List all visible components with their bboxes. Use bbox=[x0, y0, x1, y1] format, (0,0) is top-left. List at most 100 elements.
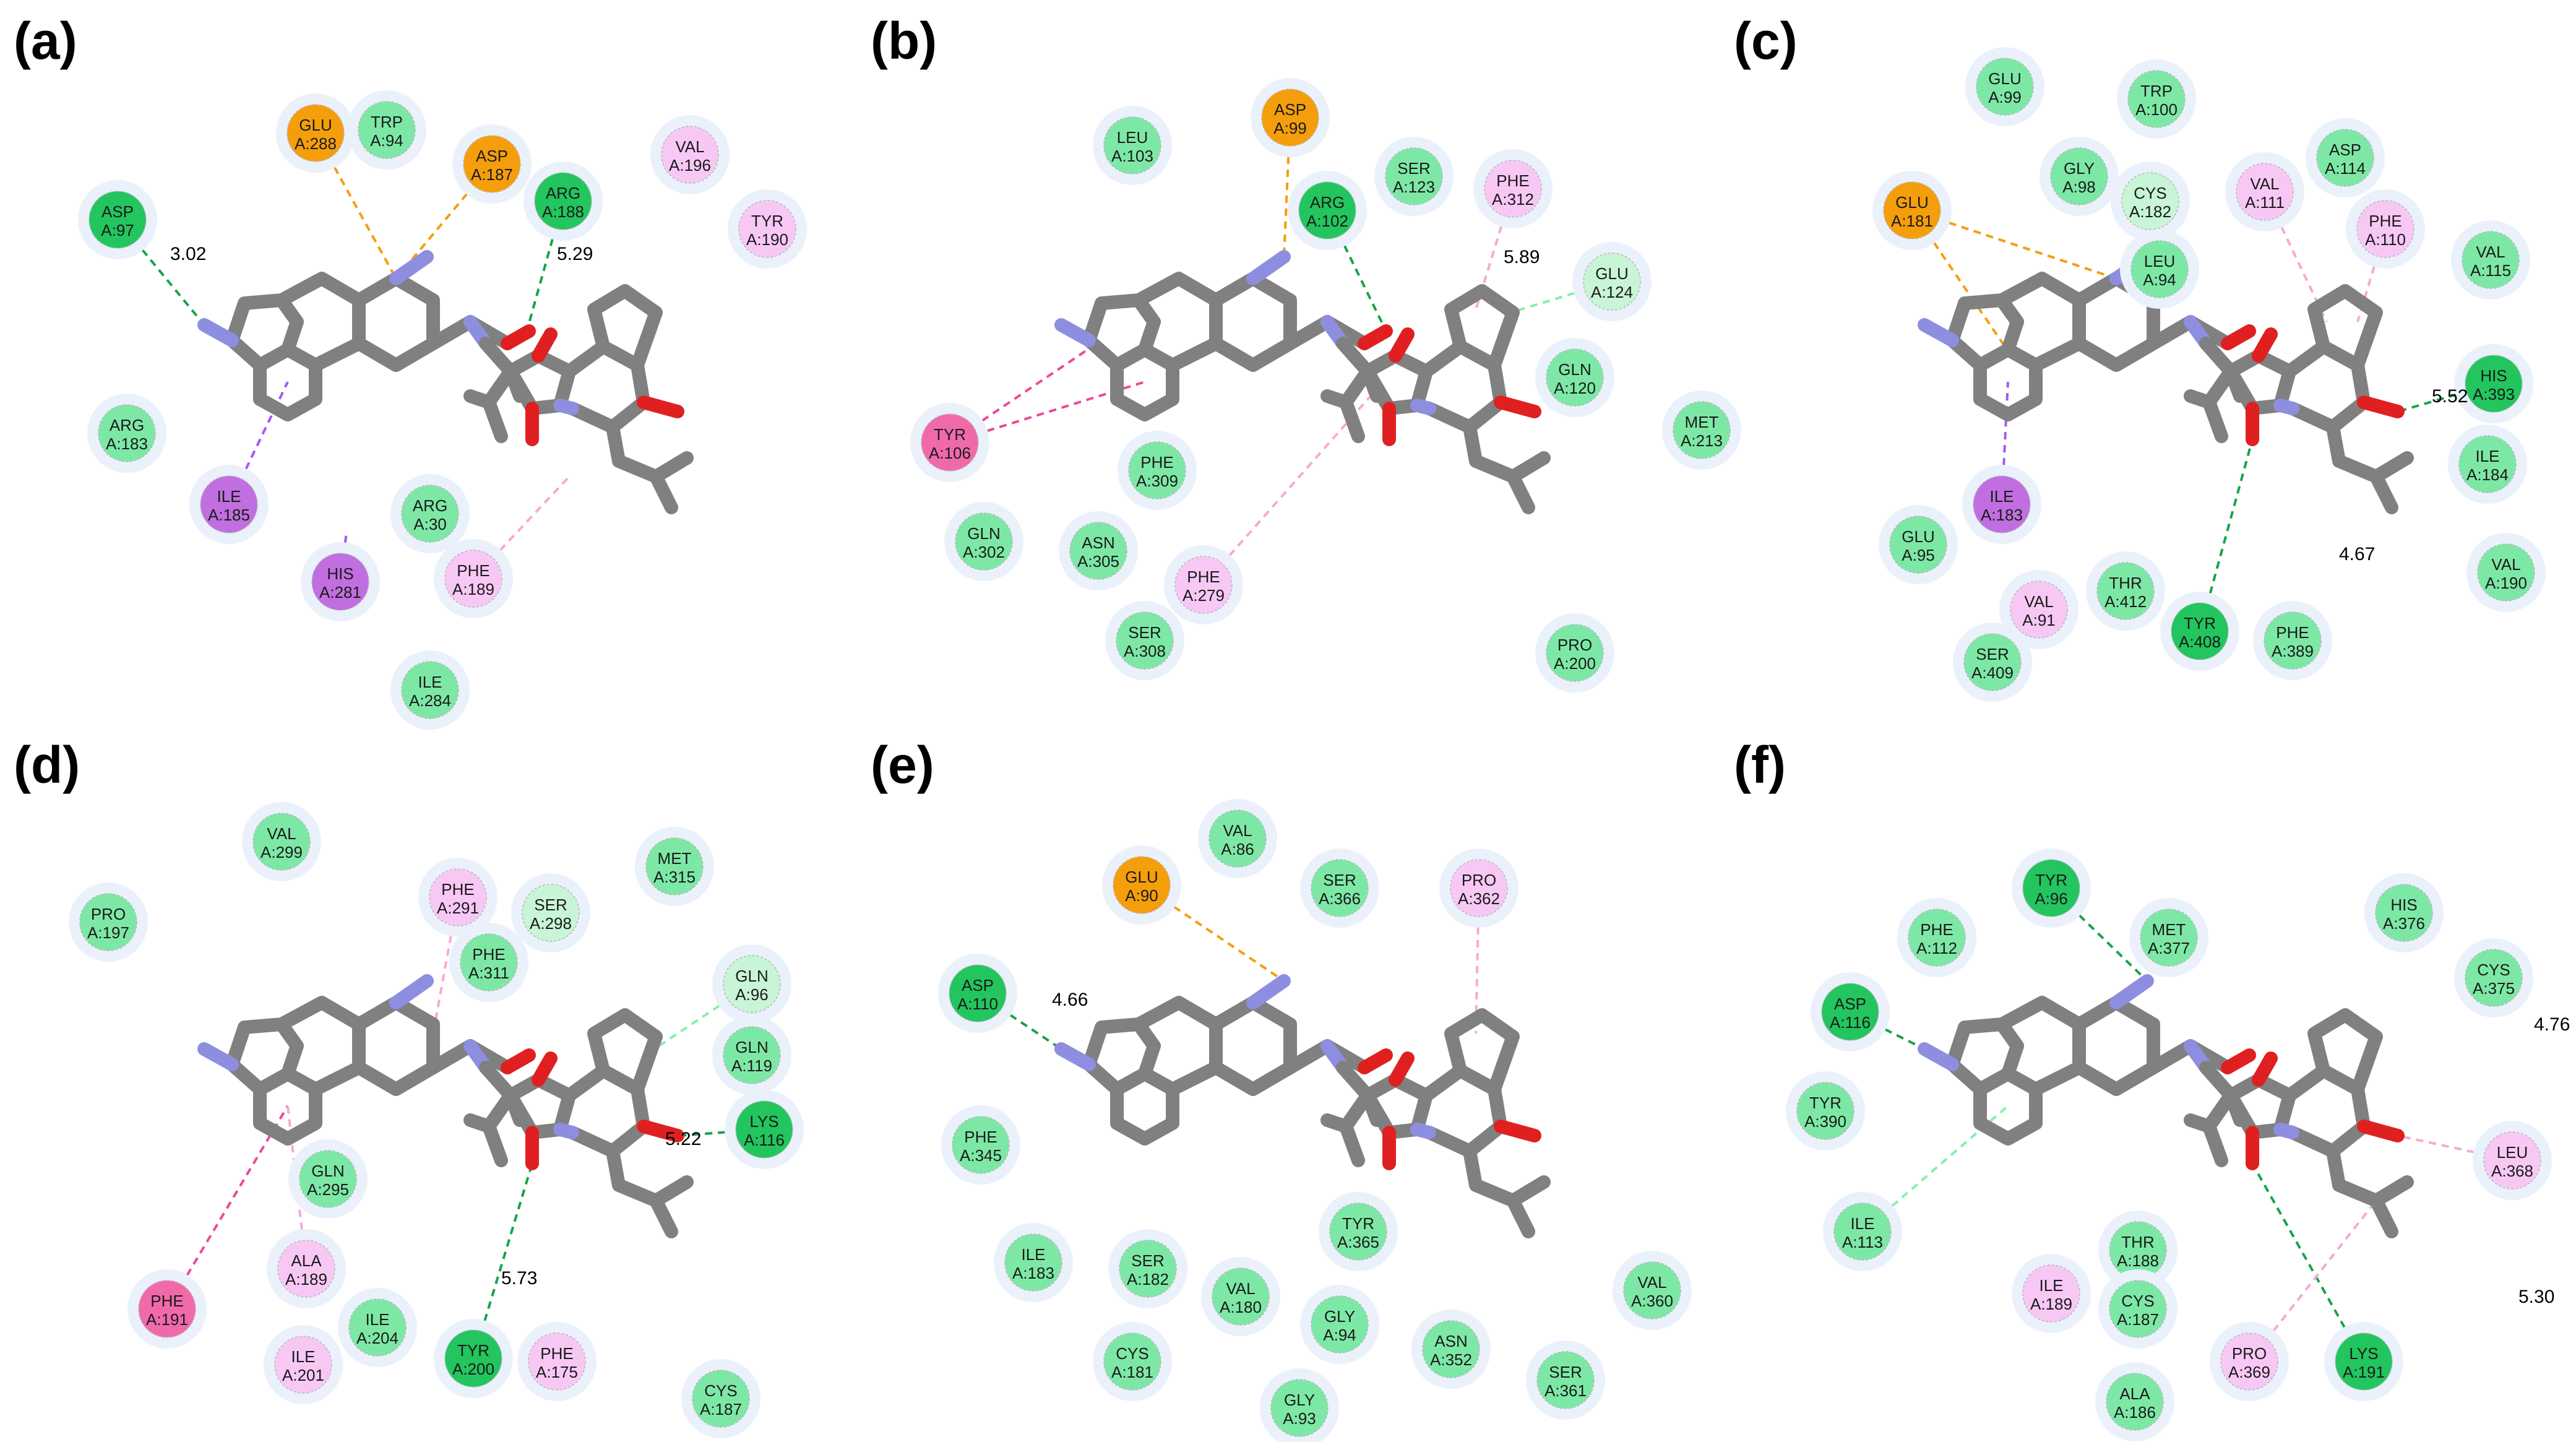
residue-circle bbox=[1973, 475, 2031, 533]
residue-circle bbox=[1270, 1379, 1329, 1437]
residue-circle bbox=[2050, 147, 2108, 205]
residue-number: A:377 bbox=[2148, 939, 2190, 957]
residue-circle bbox=[2375, 884, 2433, 942]
residue-name: PHE bbox=[964, 1128, 997, 1146]
residue-circle bbox=[1212, 1267, 1270, 1326]
residue-number: A:181 bbox=[1111, 1363, 1153, 1381]
residue-number: A:312 bbox=[1492, 190, 1534, 209]
residue-name: HIS bbox=[327, 564, 353, 583]
residue-circle bbox=[358, 101, 416, 159]
residue-circle bbox=[2096, 562, 2155, 620]
residue-circle bbox=[1484, 160, 1542, 218]
residue-circle bbox=[2109, 1280, 2167, 1338]
residue-name: TYR bbox=[2184, 614, 2216, 632]
residue-circle bbox=[2316, 129, 2374, 187]
residue-number: A:184 bbox=[2466, 465, 2509, 484]
residue-name: SER bbox=[534, 896, 567, 914]
interaction-line bbox=[472, 475, 571, 580]
interaction-line bbox=[525, 201, 564, 335]
interaction-line bbox=[2251, 1163, 2365, 1362]
panel-5: (f)TYRA:96PHEA:112META:377HISA:376ASPA:1… bbox=[1734, 736, 2570, 1441]
residue-name: TYR bbox=[457, 1341, 489, 1360]
residue-name: CYS bbox=[2477, 961, 2510, 979]
residue-name: SER bbox=[1131, 1251, 1164, 1270]
residue-circle bbox=[1889, 516, 1947, 574]
residue-name: GLU bbox=[1902, 527, 1934, 546]
residue-circle bbox=[2356, 200, 2414, 258]
residue-number: A:361 bbox=[1544, 1381, 1587, 1400]
residue-name: ASP bbox=[2329, 140, 2361, 159]
residue-number: A:200 bbox=[452, 1360, 494, 1378]
residue-name: VAL bbox=[2491, 555, 2520, 574]
residue-name: SER bbox=[1976, 645, 2009, 663]
residue-circle bbox=[1450, 859, 1508, 917]
residue-circle bbox=[661, 126, 719, 184]
residue-name: LEU bbox=[1117, 128, 1148, 147]
residue-name: LEU bbox=[2144, 252, 2176, 270]
residue-name: VAL bbox=[2024, 592, 2053, 611]
residue-number: A:190 bbox=[2485, 574, 2527, 592]
residue-circle bbox=[2022, 859, 2080, 917]
residue-number: A:188 bbox=[2117, 1251, 2159, 1270]
residue-number: A:183 bbox=[106, 434, 148, 453]
residue-number: A:115 bbox=[2470, 261, 2511, 280]
distance-label: 5.89 bbox=[1504, 247, 1540, 267]
residue-circle bbox=[2140, 909, 2198, 967]
residue-name: HIS bbox=[2390, 896, 2417, 914]
residue-name: SER bbox=[1128, 623, 1161, 642]
residue-circle bbox=[1796, 1082, 1854, 1140]
residue-circle bbox=[1908, 909, 1966, 967]
residue-number: A:390 bbox=[1804, 1112, 1846, 1131]
interaction-line bbox=[228, 381, 289, 505]
residue-name: ALA bbox=[2119, 1384, 2150, 1403]
residue-name: SER bbox=[1397, 159, 1430, 178]
residue-number: A:305 bbox=[1077, 552, 1119, 571]
distance-label: 3.02 bbox=[170, 244, 206, 264]
interaction-line bbox=[1283, 117, 1291, 257]
residue-circle bbox=[1174, 556, 1233, 614]
residue-circle bbox=[277, 1240, 335, 1298]
residue-number: A:182 bbox=[1127, 1270, 1169, 1289]
distance-label: 4.66 bbox=[1052, 990, 1088, 1010]
residue-number: A:376 bbox=[2383, 914, 2425, 933]
residue-circle bbox=[723, 1026, 781, 1084]
residue-circle bbox=[2483, 1131, 2541, 1189]
residue-circle bbox=[79, 893, 137, 951]
residue-name: ILE bbox=[2039, 1276, 2063, 1295]
residue-name: MET bbox=[658, 849, 692, 868]
residue-name: PRO bbox=[1462, 871, 1496, 889]
residue-circle bbox=[429, 868, 487, 926]
residue-circle bbox=[138, 1280, 196, 1338]
residue-number: A:111 bbox=[2245, 193, 2285, 212]
residue-circle bbox=[952, 1116, 1010, 1174]
residue-name: TRP bbox=[371, 113, 403, 131]
residue-circle bbox=[1311, 1295, 1369, 1353]
panel-4: (e)VALA:86GLUA:90SERA:366PROA:362ASPA:11… bbox=[871, 736, 1692, 1442]
interaction-line bbox=[2050, 887, 2148, 982]
residue-circle bbox=[444, 1329, 502, 1388]
residue-number: A:186 bbox=[2114, 1403, 2156, 1422]
